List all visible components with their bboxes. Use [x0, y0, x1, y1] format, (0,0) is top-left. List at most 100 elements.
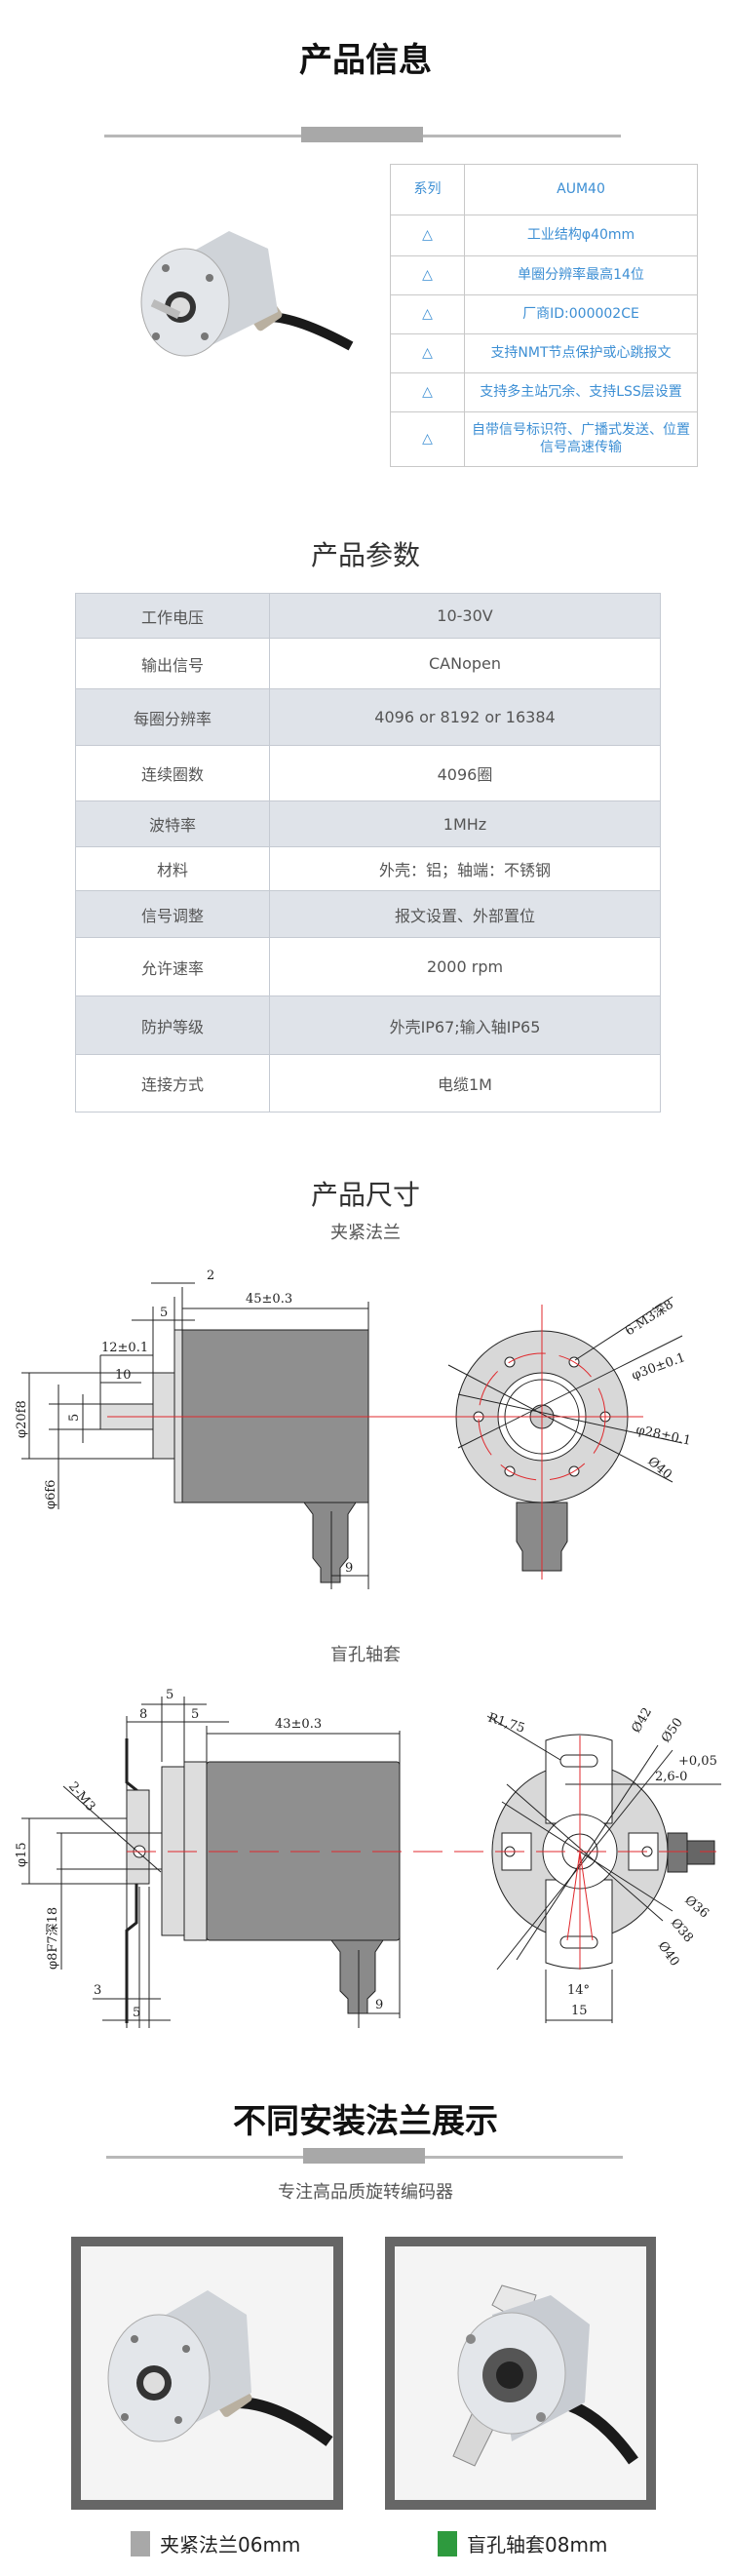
dim-label: 2,6-0 [655, 1770, 687, 1784]
dim-label: φ30±0.1 [630, 1350, 687, 1384]
dim-label: Ø38 [668, 1916, 696, 1945]
dim-label: 5 [133, 2006, 140, 2020]
clamp-title: 夹紧法兰 [330, 1223, 401, 1243]
triangle-icon: △ [390, 294, 465, 334]
param-row: 信号调整报文设置、外部置位 [75, 890, 661, 938]
clamp-flange-photo-frame [71, 2237, 343, 2510]
dim-label: φ6f6 [44, 1480, 58, 1509]
dim-label: 2-M3 [65, 1779, 98, 1815]
flange-subtitle: 专注高品质旋转编码器 [278, 2182, 453, 2203]
info-value: 支持NMT节点保护或心跳报文 [464, 333, 698, 373]
triangle-icon: △ [390, 333, 465, 373]
param-label: 防护等级 [75, 995, 270, 1055]
dim-label: Ø40 [655, 1939, 682, 1970]
param-value: 外壳：铝；轴端：不锈钢 [269, 846, 661, 891]
dim-label: φ28±0.1 [635, 1423, 692, 1449]
info-value: 厂商ID:000002CE [464, 294, 698, 334]
param-label: 每圈分辨率 [75, 688, 270, 746]
dim-label: 3 [94, 1983, 101, 1998]
dim-label: 14° [567, 1983, 590, 1998]
info-value: 自带信号标识符、广播式发送、位置信号高速传输 [464, 411, 698, 467]
dim-label: 45±0.3 [246, 1292, 292, 1307]
info-row: △支持多主站冗余、支持LSS层设置 [390, 372, 698, 412]
dim-label: 9 [375, 1998, 383, 2012]
param-row: 连接方式电缆1M [75, 1054, 661, 1112]
dim-label: Ø40 [644, 1455, 673, 1483]
dim-label: 43±0.3 [275, 1717, 322, 1732]
product-image [140, 231, 354, 357]
param-value: 报文设置、外部置位 [269, 890, 661, 938]
param-value: 电缆1M [269, 1054, 661, 1112]
info-row: △支持NMT节点保护或心跳报文 [390, 333, 698, 373]
param-value: 1MHz [269, 800, 661, 847]
info-value: 支持多主站冗余、支持LSS层设置 [464, 372, 698, 412]
param-row: 防护等级外壳IP67;输入轴IP65 [75, 995, 661, 1055]
dim-label: Ø42 [629, 1705, 655, 1736]
param-label: 工作电压 [75, 593, 270, 639]
flange-item-caption: 夹紧法兰06mm [131, 2529, 300, 2557]
dim-label: φ15 [15, 1842, 29, 1867]
dim-label: φ20f8 [15, 1400, 29, 1438]
info-row: △工业结构φ40mm [390, 215, 698, 256]
dim-label: 9 [345, 1561, 353, 1576]
info-row: △厂商ID:000002CE [390, 294, 698, 334]
dim-label: Ø50 [659, 1715, 686, 1745]
dim-label: 5 [67, 1414, 82, 1422]
param-label: 材料 [75, 846, 270, 891]
info-row: △自带信号标识符、广播式发送、位置信号高速传输 [390, 411, 698, 467]
clamp-flange-photo [107, 2290, 333, 2446]
caption-text: 盲孔轴套08mm [467, 2533, 608, 2556]
dim-label: R1,75 [486, 1711, 526, 1737]
triangle-icon: △ [390, 411, 465, 467]
green-legend-swatch [438, 2530, 457, 2556]
param-row: 材料外壳：铝；轴端：不锈钢 [75, 846, 661, 891]
dim-label: 5 [160, 1306, 168, 1320]
triangle-icon: △ [390, 255, 465, 295]
triangle-icon: △ [390, 372, 465, 412]
info-value: AUM40 [464, 164, 698, 215]
param-value: 外壳IP67;输入轴IP65 [269, 995, 661, 1055]
param-value: CANopen [269, 638, 661, 689]
info-value: 工业结构φ40mm [464, 215, 698, 256]
param-label: 允许速率 [75, 937, 270, 996]
dim-label: 5 [166, 1688, 173, 1702]
blind-hollow-drawing: 5 8 5 43±0.3 2-M3 φ15 φ8F7深18 3 5 9 R1,7… [15, 1688, 721, 2028]
clamp-flange-drawing: 2 45±0.3 5 12±0.1 10 φ20f8 5 φ6f6 9 6-M3… [15, 1268, 692, 1589]
dim-label: 15 [571, 2004, 588, 2018]
param-value: 4096圈 [269, 745, 661, 801]
dim-label: Ø36 [681, 1893, 711, 1922]
title-divider-bar [301, 127, 423, 142]
blind-hollow-photo-frame [385, 2237, 656, 2510]
dims-title: 产品尺寸 [310, 1179, 420, 1211]
dim-label: 8 [139, 1707, 147, 1722]
title-divider-bar [303, 2148, 425, 2164]
dim-label: +0,05 [678, 1754, 717, 1769]
param-value: 4096 or 8192 or 16384 [269, 688, 661, 746]
caption-text: 夹紧法兰06mm [160, 2533, 301, 2556]
blind-title: 盲孔轴套 [330, 1645, 401, 1665]
param-label: 波特率 [75, 800, 270, 847]
blind-hollow-photo [452, 2284, 638, 2467]
dim-label: 5 [191, 1707, 199, 1722]
dim-label: 6-M3深8 [623, 1298, 676, 1340]
param-value: 2000 rpm [269, 937, 661, 996]
info-value: 单圈分辨率最高14位 [464, 255, 698, 295]
flange-item-caption: 盲孔轴套08mm [438, 2529, 607, 2557]
param-label: 信号调整 [75, 890, 270, 938]
triangle-icon: △ [390, 215, 465, 256]
dim-label: 2 [207, 1268, 214, 1283]
info-title: 产品信息 [299, 41, 432, 80]
param-label: 连续圈数 [75, 745, 270, 801]
flange-title: 不同安装法兰展示 [233, 2102, 498, 2141]
param-value: 10-30V [269, 593, 661, 639]
dim-label: 10 [115, 1368, 132, 1383]
gray-legend-swatch [131, 2530, 150, 2556]
